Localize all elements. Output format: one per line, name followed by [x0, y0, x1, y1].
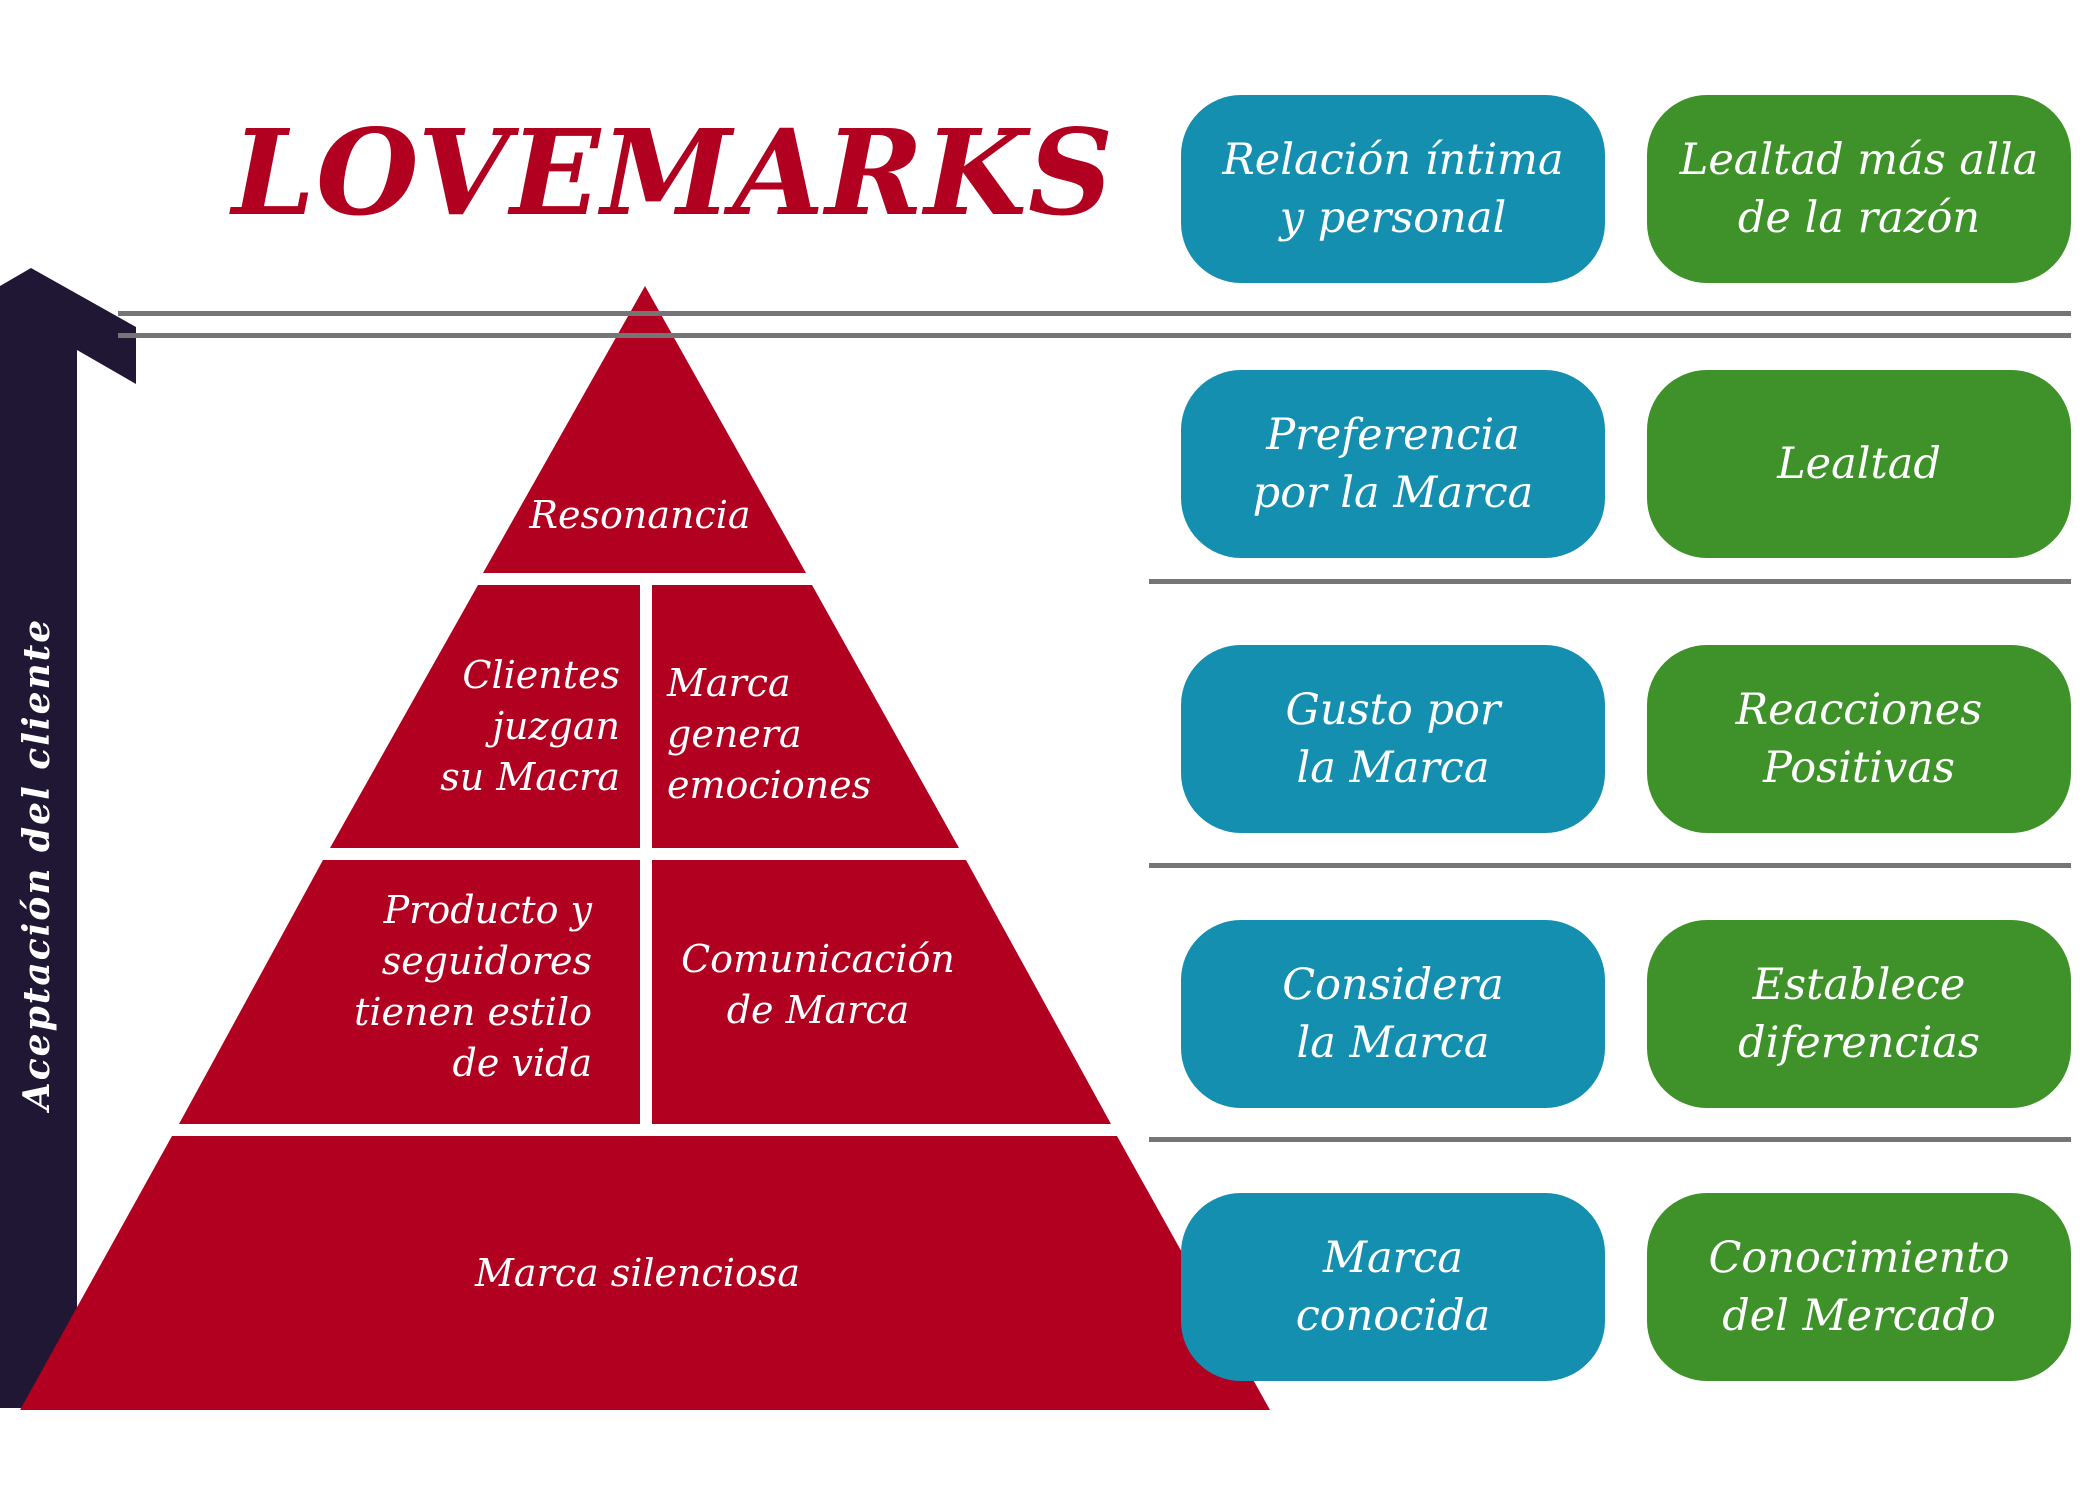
- row-2-green-box: Lealtad: [1647, 370, 2071, 558]
- row-4-green-box: Establece diferencias: [1647, 920, 2071, 1108]
- pyramid-top-segment: [483, 286, 806, 573]
- pyramid-base: [20, 1136, 1270, 1410]
- pyramid-level3-left: [179, 860, 640, 1124]
- row-3-blue-box: Gusto por la Marca: [1181, 645, 1605, 833]
- row-1-green-box: Lealtad más alla de la razón: [1647, 95, 2071, 283]
- separator-line: [1149, 579, 2071, 584]
- pyramid-level2-left: [330, 585, 640, 848]
- separator-line: [118, 311, 2071, 316]
- acceptance-arrow: [0, 268, 136, 1408]
- separator-line: [1149, 1137, 2071, 1142]
- row-5-blue-box: Marca conocida: [1181, 1193, 1605, 1381]
- pyramid-level2-right-label: Marca genera emociones: [667, 661, 872, 807]
- pyramid-level3-right-label: Comunicación de Marca: [681, 937, 955, 1032]
- separator-line: [1149, 863, 2071, 868]
- page-title: LOVEMARKS: [232, 103, 1115, 242]
- pyramid-level3-left-label: Producto y seguidores tienen estilo de v…: [354, 888, 592, 1085]
- pyramid-base-label: Marca silenciosa: [475, 1251, 800, 1295]
- pyramid-level2-right: [652, 585, 959, 848]
- row-4-blue-box: Considera la Marca: [1181, 920, 1605, 1108]
- row-3-green-box: Reacciones Positivas: [1647, 645, 2071, 833]
- pyramid-level2-left-label: Clientes juzgan su Macra: [440, 653, 620, 799]
- pyramid-top-label: Resonancia: [529, 493, 751, 537]
- row-1-blue-box: Relación íntima y personal: [1181, 95, 1605, 283]
- row-5-green-box: Conocimiento del Mercado: [1647, 1193, 2071, 1381]
- axis-label: Aceptación del cliente: [16, 617, 58, 1111]
- pyramid-level3-right: [652, 860, 1111, 1124]
- separator-line: [118, 333, 2071, 338]
- row-2-blue-box: Preferencia por la Marca: [1181, 370, 1605, 558]
